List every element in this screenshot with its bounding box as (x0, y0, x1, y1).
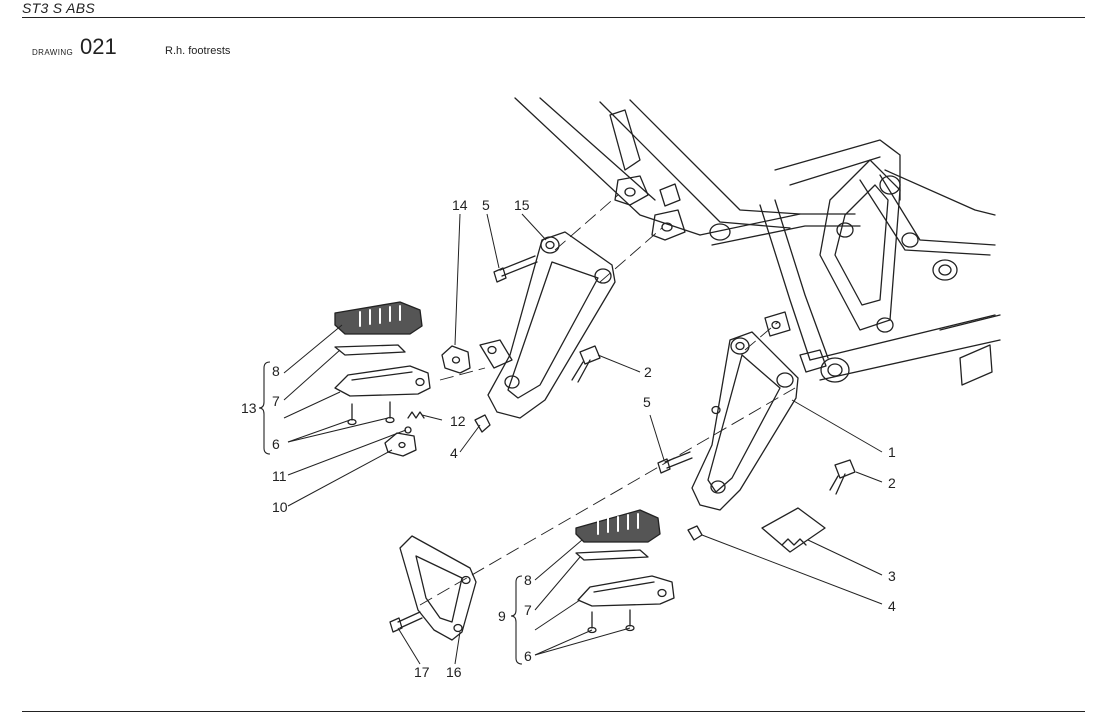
heel-guard-16 (399, 535, 477, 641)
drawing-title: R.h. footrests (165, 45, 231, 57)
assembly-center-lines (419, 194, 796, 606)
footpeg-9 (577, 575, 675, 607)
callout-17: 17 (414, 664, 430, 680)
spring-3 (761, 507, 826, 553)
rear-footpeg-plate-7 (334, 344, 406, 356)
rear-clip-4 (474, 414, 491, 433)
clip-4 (687, 525, 703, 541)
heel-guard-screw-17 (389, 611, 423, 633)
footrest-bolt-5 (657, 451, 693, 474)
model-title: ST3 S ABS (22, 0, 95, 16)
callout-7: 7 (524, 602, 532, 618)
rear-rubber-8 (334, 301, 423, 335)
callout-8-rear: 8 (272, 363, 280, 379)
callout-7-rear: 7 (272, 393, 280, 409)
callout-11: 11 (272, 468, 287, 484)
rear-pin-2 (571, 345, 601, 383)
callout-10: 10 (272, 499, 288, 515)
callout-14-rear: 14 (452, 197, 468, 213)
rear-footpeg-13 (334, 365, 431, 397)
rear-spring-12 (407, 411, 425, 419)
screws-6 (587, 609, 635, 634)
rear-footrest-plate-14 (441, 345, 471, 374)
callout-1: 1 (888, 444, 896, 460)
callout-16: 16 (446, 664, 462, 680)
rear-footrest-bracket-15 (479, 231, 616, 419)
callout-6-rear: 6 (272, 436, 280, 452)
header-rule (22, 17, 1085, 18)
pin-2 (829, 459, 856, 495)
group-brace-9 (510, 575, 523, 665)
callout-13: 13 (241, 400, 257, 416)
frame-mount-lugs (614, 175, 827, 373)
rubber-8 (575, 509, 661, 543)
callout-15: 15 (514, 197, 530, 213)
footrest-bracket-1 (691, 331, 799, 511)
callout-2: 2 (888, 475, 896, 491)
callout-2-rear: 2 (644, 364, 652, 380)
drawing-number: 021 (80, 34, 117, 59)
callout-4: 4 (888, 598, 896, 614)
callout-6: 6 (524, 648, 532, 664)
callout-5-rear: 5 (482, 197, 490, 213)
frame-bosses (609, 109, 958, 383)
callout-12: 12 (450, 413, 466, 429)
group-brace-13 (258, 361, 271, 455)
callout-3: 3 (888, 568, 896, 584)
callout-9: 9 (498, 608, 506, 624)
callout-8: 8 (524, 572, 532, 588)
callout-labels: 14 5 15 8 7 13 6 12 11 10 4 2 5 1 2 3 4 … (241, 197, 896, 680)
frame-tubes (514, 97, 1001, 386)
footer-rule (22, 711, 1085, 712)
rear-screws-6 (347, 401, 395, 426)
drawing-label: DRAWING (32, 48, 74, 57)
callout-4-rear: 4 (450, 445, 458, 461)
callout-5: 5 (643, 394, 651, 410)
footpeg-plate-7 (575, 549, 649, 561)
rear-footrest-bolt-5 (493, 255, 538, 283)
callout-leaders (283, 213, 883, 665)
